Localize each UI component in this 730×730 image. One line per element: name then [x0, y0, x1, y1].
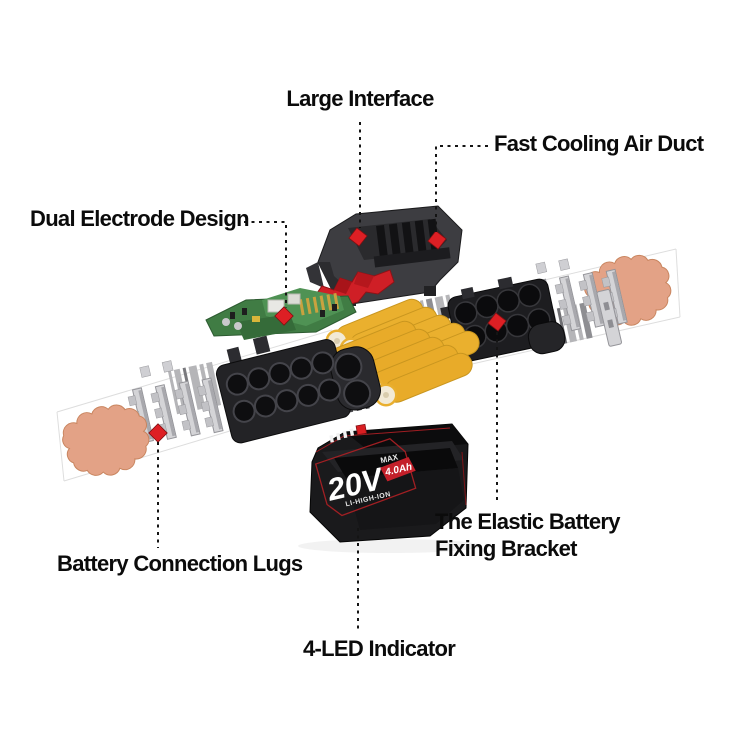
callout-markers	[148, 227, 507, 443]
marker-large-interface	[348, 227, 368, 247]
marker-air-duct	[427, 230, 447, 250]
label-battery-connection-lugs: Battery Connection Lugs	[57, 551, 303, 576]
marker-fixing-bracket	[487, 312, 507, 332]
label-large-interface: Large Interface	[286, 86, 434, 111]
marker-dual-electrode	[274, 306, 294, 326]
led-red-button	[355, 423, 367, 436]
label-fast-cooling-air-duct: Fast Cooling Air Duct	[494, 131, 704, 156]
connection-lugs-right	[530, 258, 628, 347]
callout-lines	[157, 122, 498, 632]
cell-holder-front	[215, 335, 381, 444]
label-dual-electrode-design: Dual Electrode Design	[30, 206, 250, 231]
label-elastic-fixing-bracket: The Elastic Battery Fixing Bracket	[435, 509, 620, 561]
copper-plate-left	[62, 404, 150, 476]
marker-connection-lugs	[148, 423, 168, 443]
line-dual-electrode	[244, 221, 287, 308]
label-led-indicator: 4-LED Indicator	[303, 636, 456, 661]
voltage-qualifier-text: MAX	[380, 452, 400, 465]
battery-bottom-housing: 20V MAX 4.0Ah LI-HIGH-ION	[298, 423, 482, 553]
led-indicator-strip	[329, 423, 367, 443]
line-air-duct	[435, 145, 488, 232]
